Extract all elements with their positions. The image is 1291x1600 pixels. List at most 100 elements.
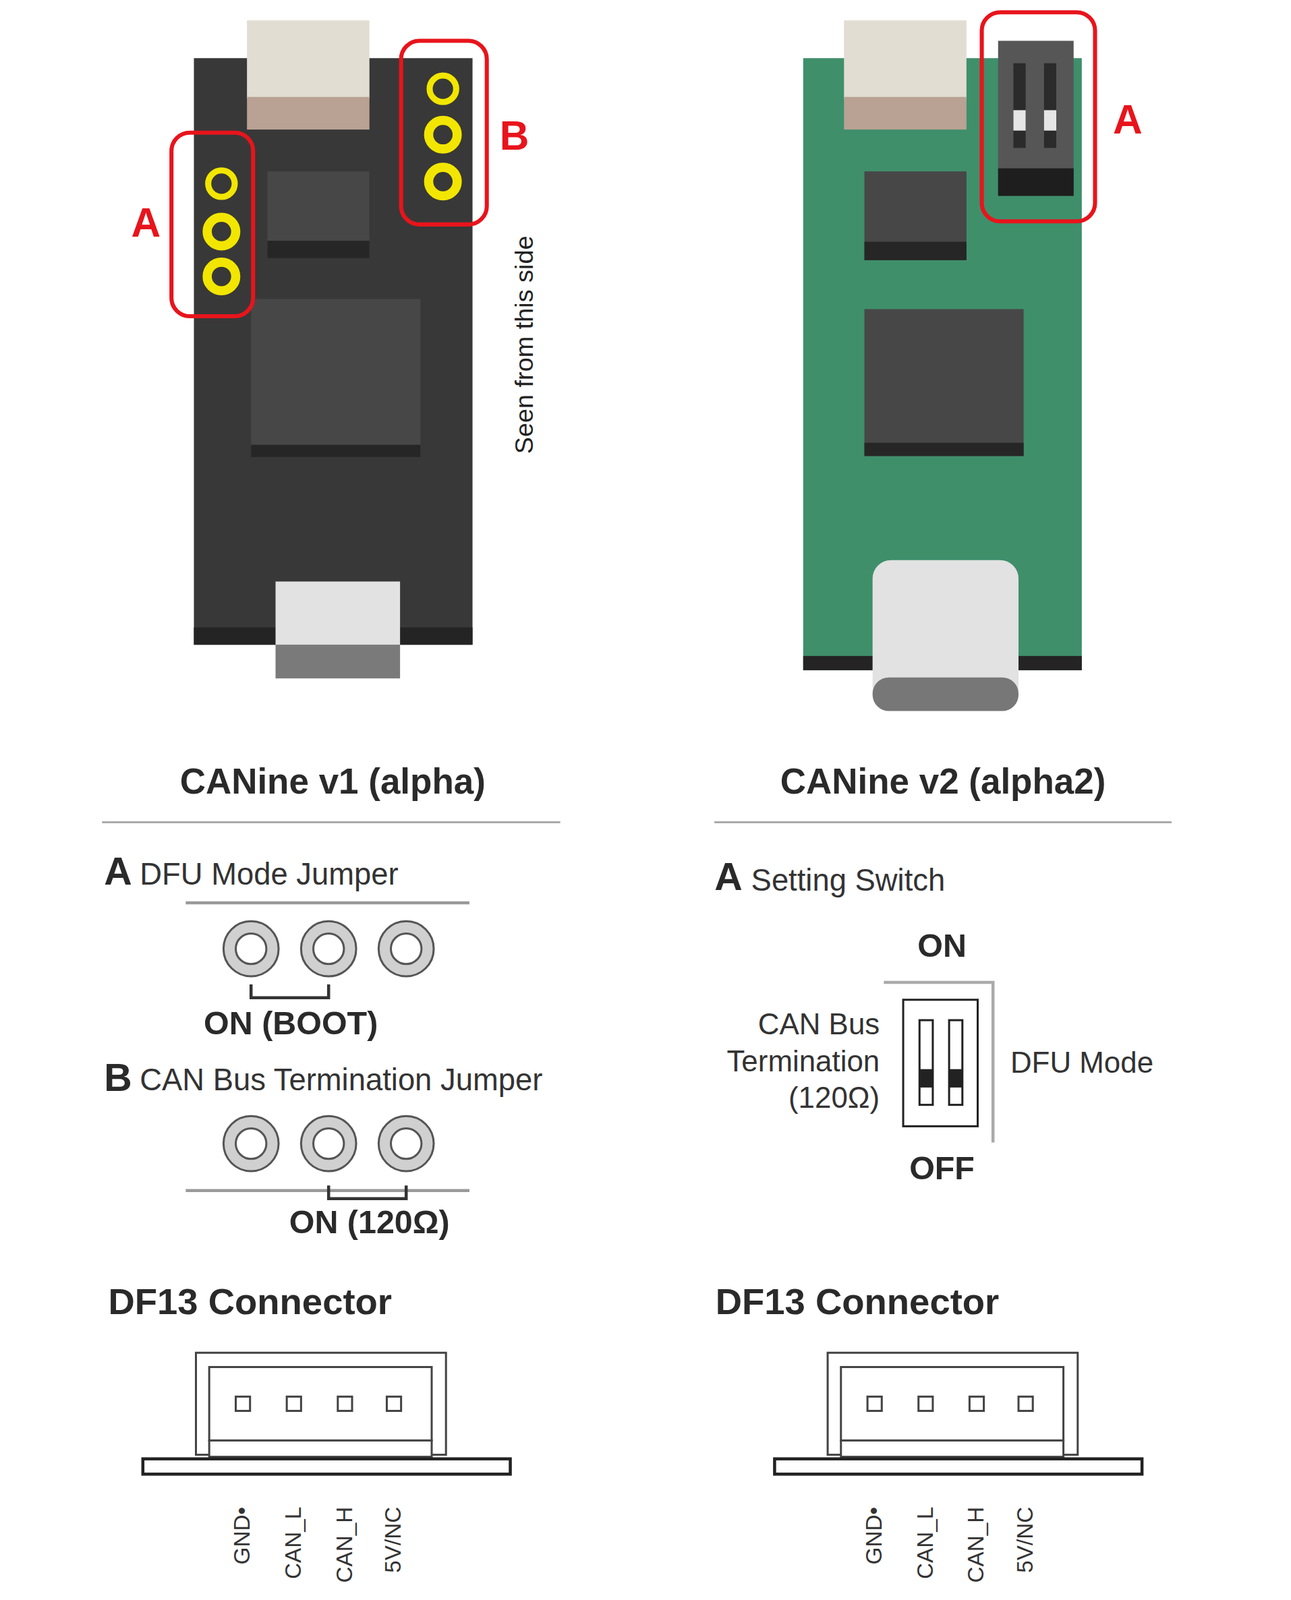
section-title: CANine v1 (alpha) <box>180 760 486 804</box>
df13-connector <box>286 1396 301 1412</box>
highlight-frame <box>401 41 487 225</box>
header-pads <box>207 75 458 291</box>
canine-v2-board <box>1044 109 1057 131</box>
canine-v2-board <box>872 677 1019 712</box>
canine-v1-board <box>250 298 421 458</box>
canine-v1-board <box>267 171 369 259</box>
canine-v1-board <box>267 240 369 259</box>
jumper-state: ON (BOOT) <box>203 1004 378 1044</box>
header-pads <box>429 75 456 102</box>
canine-v1-board <box>193 20 473 679</box>
jumper-bracket <box>328 1185 407 1200</box>
header-pads <box>207 262 236 291</box>
jumper-pins <box>390 1128 421 1159</box>
df13-connector <box>209 1440 432 1457</box>
canine-v2-board <box>864 242 967 261</box>
item-heading: DFU Mode Jumper <box>139 855 398 893</box>
canine-v1-board <box>246 97 370 130</box>
section-rule <box>101 822 1172 1192</box>
canine-v2-board <box>864 443 1024 457</box>
highlight-frame <box>171 41 487 318</box>
canine-v2-board <box>1013 109 1026 131</box>
jumper-pins <box>378 921 434 977</box>
df13-connector <box>918 1396 933 1412</box>
canine-v2-board <box>843 20 967 100</box>
canine-v2-board <box>998 168 1074 197</box>
df13-connector <box>142 1459 511 1476</box>
df13-connector <box>209 1367 432 1441</box>
jumper-pins <box>300 921 357 977</box>
df13-connector <box>774 1459 1142 1476</box>
pin-name: 5V/NC <box>1012 1507 1040 1574</box>
canine-v2-board <box>803 20 1082 711</box>
highlight-frame <box>171 132 253 317</box>
item-heading: CAN Bus Termination Jumper <box>139 1062 543 1099</box>
callout-letter: B <box>499 111 530 161</box>
dip-switch-symbol <box>949 1020 963 1106</box>
canine-v1-board <box>193 58 473 645</box>
header-pads <box>428 167 457 196</box>
dip-switch-symbol <box>919 1069 933 1088</box>
jumper-pins <box>236 1128 267 1159</box>
switch-state: ON <box>917 926 967 966</box>
pin-name: CAN_L <box>911 1507 939 1580</box>
jumper-bracket <box>250 984 329 999</box>
header-pads <box>207 217 236 246</box>
canine-v1-board <box>246 20 370 100</box>
pin-name: CAN_L <box>280 1507 308 1580</box>
pin-name: CAN_H <box>331 1507 359 1584</box>
section-rule <box>714 821 1172 824</box>
df13-connector <box>867 1396 882 1412</box>
dip-switch-symbol <box>949 1069 963 1088</box>
df13-connector <box>774 1353 1142 1475</box>
jumper-pins <box>236 933 267 964</box>
df13-connector <box>337 1396 353 1412</box>
pin-name: GND• <box>229 1507 257 1566</box>
df13-connector <box>386 1396 401 1412</box>
connector-title: DF13 Connector <box>107 1280 392 1325</box>
pin-name: 5V/NC <box>380 1507 408 1574</box>
df13-connector <box>236 1396 251 1412</box>
item-heading: Setting Switch <box>751 862 946 900</box>
pin-name: CAN_H <box>963 1507 991 1584</box>
callout-letter: A <box>1112 95 1143 145</box>
canine-v1-board <box>275 644 401 679</box>
canine-v2-board <box>1013 63 1026 149</box>
canine-v2-board <box>843 97 967 130</box>
switch-function: DFU Mode <box>1010 1045 1154 1082</box>
canine-v1-board <box>275 581 401 645</box>
jumper-pins <box>223 921 279 977</box>
canine-v2-board <box>864 308 1024 456</box>
connector-title: DF13 Connector <box>715 1280 1000 1325</box>
canine-v1-board <box>250 445 421 458</box>
canine-v2-board <box>1044 63 1057 149</box>
section-title: CANine v2 (alpha2) <box>780 760 1107 804</box>
jumper-pins <box>300 1116 357 1172</box>
df13-connector <box>969 1396 984 1412</box>
df13-connector <box>1018 1396 1033 1412</box>
header-pads <box>428 120 457 150</box>
dip-switch-symbol <box>903 1000 978 1128</box>
switch-state: OFF <box>909 1148 975 1188</box>
df13-connector <box>841 1440 1064 1457</box>
canine-v2-board <box>864 171 967 261</box>
item-letter: A <box>714 854 743 902</box>
section-rule <box>101 821 560 824</box>
section-rule <box>185 901 470 906</box>
dip-switch-symbol <box>883 982 993 1144</box>
item-letter: A <box>103 849 133 896</box>
dip-switch-symbol <box>883 982 993 1144</box>
jumper-pins <box>223 1116 279 1172</box>
jumper-pins <box>313 933 344 964</box>
canine-v2-board <box>998 41 1074 197</box>
header-pads <box>208 170 235 197</box>
switch-function: CAN Bus Termination (120Ω) <box>698 1006 880 1117</box>
view-note: Seen from this side <box>507 236 539 455</box>
df13-connector <box>142 1353 511 1475</box>
jumper-state: ON (120Ω) <box>289 1203 450 1243</box>
pin-name: GND• <box>861 1507 889 1566</box>
jumper-pins <box>223 921 434 1172</box>
jumper-pins <box>390 933 421 964</box>
dip-switch-symbol <box>919 1020 933 1106</box>
